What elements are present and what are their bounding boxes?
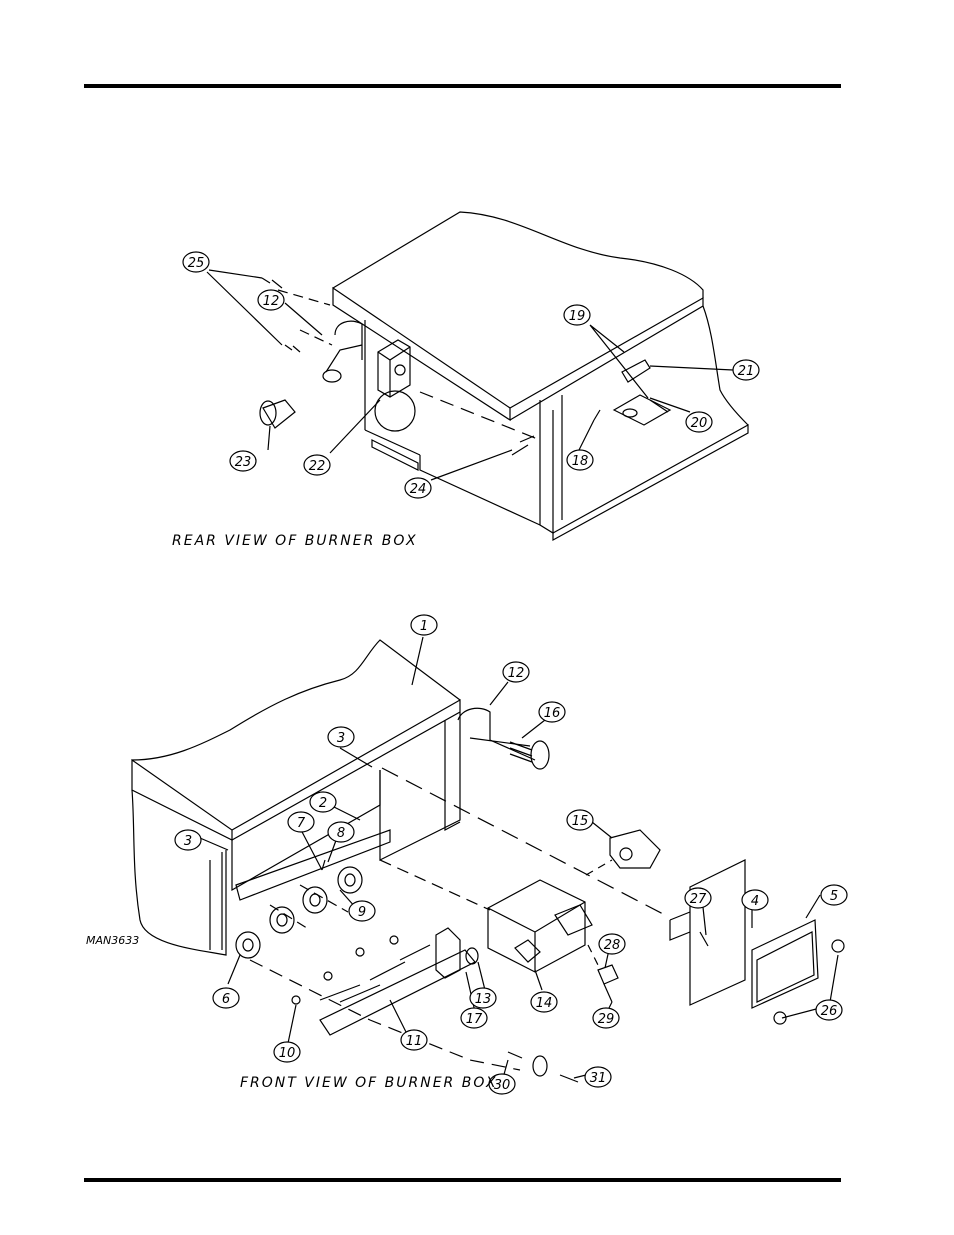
front-view-callout-circle bbox=[684, 887, 712, 909]
front-view-callout-label: 11 bbox=[406, 1034, 423, 1049]
front-view-callout-circle bbox=[488, 1073, 516, 1095]
front-view-callout-circle bbox=[287, 811, 315, 833]
front-view-drawing bbox=[131, 636, 845, 1083]
front-view-callout-label: 8 bbox=[337, 826, 345, 841]
front-view-callout-circle bbox=[820, 884, 848, 906]
front-view-callout-circle bbox=[566, 809, 594, 831]
front-view-callout-circle bbox=[584, 1066, 612, 1088]
front-view-callout-label: 31 bbox=[590, 1071, 607, 1086]
front-view-callout-label: 26 bbox=[821, 1004, 838, 1019]
rear-view-callout-circle bbox=[229, 450, 257, 472]
front-view-callout-circle bbox=[212, 987, 240, 1009]
front-view-callout-label: 17 bbox=[466, 1012, 483, 1027]
drawing-number: MAN3633 bbox=[86, 934, 139, 947]
front-view-callout-circle bbox=[502, 661, 530, 683]
front-view-callout-label: 12 bbox=[508, 666, 525, 681]
front-view-callout-circle bbox=[460, 1007, 488, 1029]
rear-view-caption: REAR VIEW OF BURNER BOX bbox=[172, 533, 418, 549]
front-view-callout-circle bbox=[469, 987, 497, 1009]
front-view-callout-label: 2 bbox=[319, 796, 327, 811]
front-view-callout-label: 9 bbox=[358, 905, 366, 920]
rear-view-callout-label: 24 bbox=[410, 482, 427, 497]
rear-view-callout-label: 22 bbox=[309, 459, 326, 474]
rear-view-callout-circle bbox=[732, 359, 760, 381]
front-view-caption: FRONT VIEW OF BURNER BOX bbox=[240, 1075, 498, 1091]
front-view-callout-label: 13 bbox=[475, 992, 492, 1007]
front-view-callout-circle bbox=[327, 726, 355, 748]
front-view-callout-label: 30 bbox=[494, 1078, 511, 1093]
front-view-callout-circle bbox=[598, 933, 626, 955]
front-view-callout-circle bbox=[400, 1029, 428, 1051]
rear-view-callout-circle bbox=[685, 411, 713, 433]
rear-view-callout-label: 23 bbox=[235, 455, 252, 470]
rear-view-callout-circle bbox=[566, 449, 594, 471]
front-view-callout-label: 6 bbox=[222, 992, 230, 1007]
front-view-callout-label: 4 bbox=[751, 894, 759, 909]
front-view-callout-circle bbox=[530, 991, 558, 1013]
rear-view-callout-label: 20 bbox=[691, 416, 708, 431]
front-view-callout-circle bbox=[410, 614, 438, 636]
rear-view-callout-label: 12 bbox=[263, 294, 280, 309]
front-view-callout-label: 7 bbox=[297, 816, 306, 831]
front-view-callout-circle bbox=[309, 791, 337, 813]
front-view-callout-circle bbox=[327, 821, 355, 843]
front-view-callout-label: 28 bbox=[604, 938, 621, 953]
front-view-callout-circle bbox=[741, 889, 769, 911]
front-view-callout-label: 1 bbox=[420, 619, 428, 634]
callout-circles bbox=[174, 251, 848, 1095]
rear-view-callout-label: 18 bbox=[572, 454, 589, 469]
front-view-callout-circle bbox=[348, 900, 376, 922]
front-view-callout-circle bbox=[538, 701, 566, 723]
front-view-callout-label: 10 bbox=[279, 1046, 296, 1061]
front-view-callout-label: 3 bbox=[184, 834, 192, 849]
rear-view-callout-label: 19 bbox=[569, 309, 586, 324]
rear-view-callout-circle bbox=[303, 454, 331, 476]
front-view-callout-circle bbox=[592, 1007, 620, 1029]
rear-view-drawing bbox=[206, 211, 749, 542]
front-view-callout-label: 5 bbox=[830, 889, 838, 904]
front-view-callout-label: 15 bbox=[572, 814, 589, 829]
rear-view-callout-circle bbox=[404, 477, 432, 499]
front-view-callout-circle bbox=[815, 999, 843, 1021]
front-view-callout-label: 29 bbox=[598, 1012, 615, 1027]
rear-view-callout-circle bbox=[182, 251, 210, 273]
rear-view-callout-circle bbox=[563, 304, 591, 326]
front-view-callout-label: 14 bbox=[536, 996, 553, 1011]
front-view-callout-circle bbox=[273, 1041, 301, 1063]
top-rule bbox=[84, 84, 841, 88]
front-view-callout-label: 16 bbox=[544, 706, 561, 721]
front-view-callout-circle bbox=[174, 829, 202, 851]
rear-view-callout-circle bbox=[257, 289, 285, 311]
bottom-rule bbox=[84, 1178, 841, 1182]
front-view-callout-label: 27 bbox=[690, 892, 707, 907]
front-view-callout-label: 3 bbox=[337, 731, 345, 746]
rear-view-callout-label: 25 bbox=[188, 256, 205, 271]
rear-view-callout-label: 21 bbox=[738, 364, 755, 379]
